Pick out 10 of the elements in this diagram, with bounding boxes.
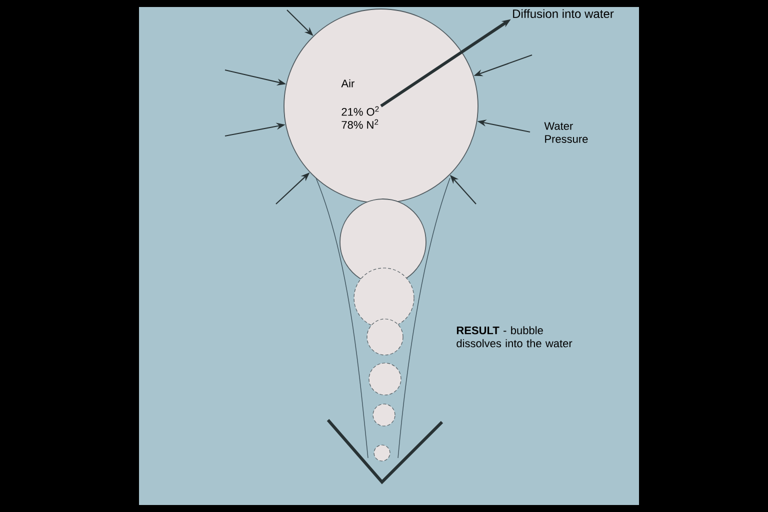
label: Water Pressure bbox=[544, 122, 588, 143]
small-bubble bbox=[374, 444, 390, 462]
air-bubble bbox=[284, 8, 478, 204]
node-label: Air bbox=[341, 79, 354, 88]
label: RESULT - bubble dissolves into the water bbox=[456, 326, 572, 348]
small-bubble bbox=[368, 362, 402, 396]
label: Diffusion into water bbox=[513, 9, 614, 18]
small-bubble bbox=[366, 318, 404, 356]
node-label: 21% O$^{2}$ 78% N$^{2}$ bbox=[342, 106, 379, 129]
small-bubble bbox=[372, 404, 396, 426]
